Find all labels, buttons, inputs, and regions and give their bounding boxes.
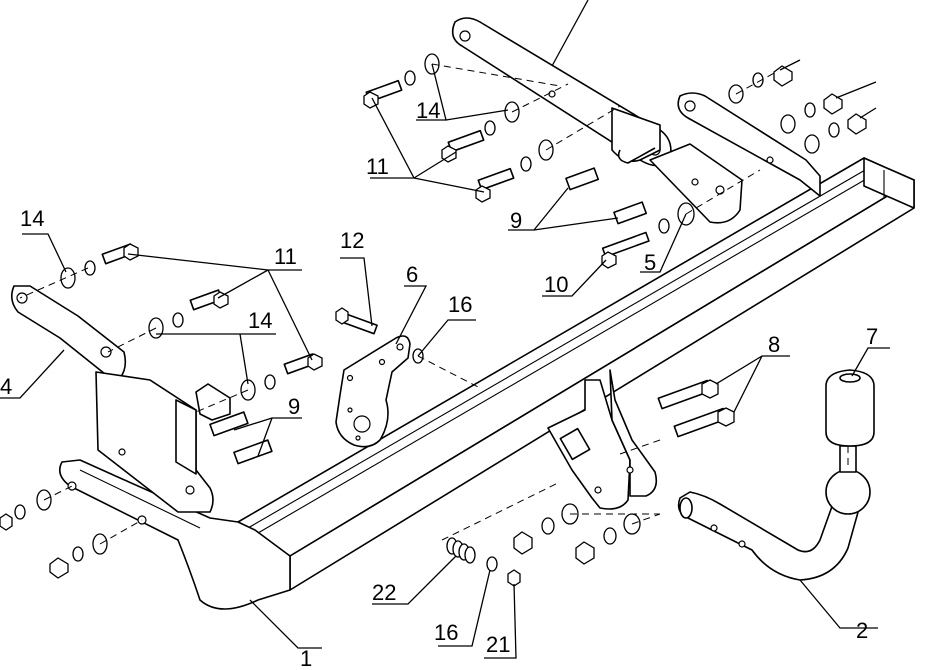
callout-5: 5: [644, 250, 656, 275]
callout-9-left: 9: [288, 394, 300, 419]
right-bracket: [451, 17, 821, 224]
callout-14-top-left: 14: [20, 206, 44, 231]
callout-16-center: 16: [448, 292, 472, 317]
callout-14-left: 14: [248, 308, 272, 333]
assembly-dash-lines: [19, 63, 849, 545]
leader-lines: [0, 0, 890, 659]
callout-2: 2: [856, 618, 868, 643]
callout-14-upper: 14: [416, 98, 440, 123]
callout-1: 1: [300, 646, 312, 670]
callout-8: 8: [768, 332, 780, 357]
left-bracket-part-4: [10, 285, 231, 513]
callout-11-left: 11: [274, 244, 297, 269]
callout-12: 12: [340, 228, 364, 253]
callout-16-bottom: 16: [434, 620, 458, 645]
callout-6: 6: [406, 262, 418, 287]
callout-22: 22: [372, 580, 396, 605]
socket-plate-part-6: [335, 335, 411, 448]
callout-7: 7: [866, 324, 878, 349]
callout-21: 21: [486, 632, 510, 657]
center-mount-plate: [547, 369, 658, 510]
callout-4: 4: [0, 374, 12, 399]
tow-ball-part-7: [825, 369, 875, 515]
ball-neck-part-2: [677, 491, 861, 581]
callout-10: 10: [544, 272, 568, 297]
callout-labels: 1 2 4 5 6 7 8 9 9 10 11 11 12 14 14 14 1…: [0, 98, 878, 670]
callout-11-upper: 11: [366, 154, 389, 179]
spring-part-22: [446, 537, 476, 564]
callout-9-upper: 9: [510, 208, 522, 233]
crossbar-part-1: [237, 157, 915, 591]
left-side-arm: [59, 459, 291, 610]
